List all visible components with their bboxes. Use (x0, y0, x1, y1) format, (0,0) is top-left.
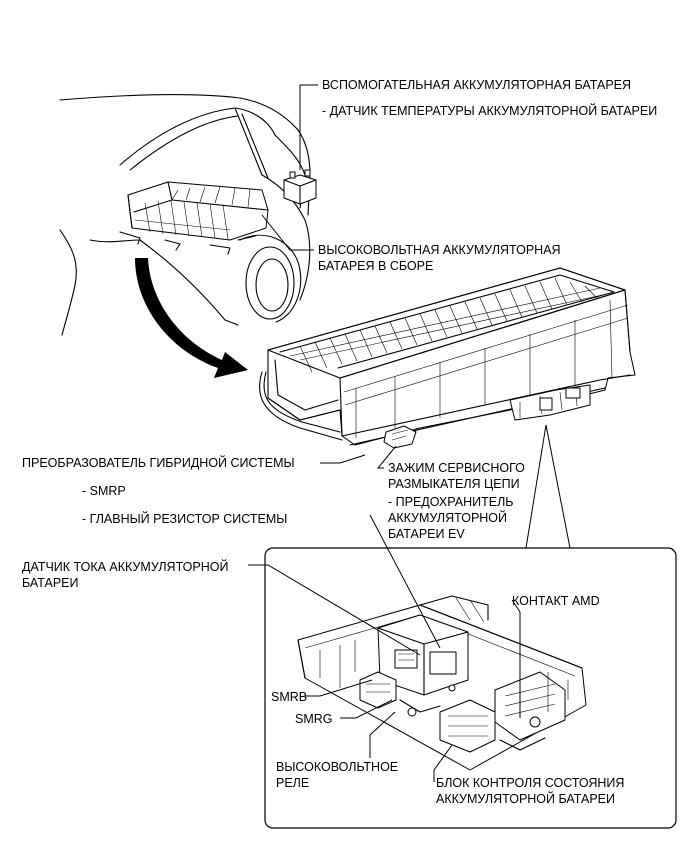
leader-current-sensor (248, 564, 421, 656)
label-fuse-line1: - ПРЕДОХРАНИТЕЛЬ (388, 495, 514, 509)
leader-hv-battery (261, 214, 314, 251)
inset-frame (264, 547, 677, 829)
leader-inverter (369, 514, 441, 649)
label-hv-battery-line2: БАТАРЕЯ В СБОРЕ (318, 259, 434, 273)
label-fuse-line2: АККУМУЛЯТОРНОЙ (388, 511, 508, 525)
curved-arrow (135, 258, 248, 378)
label-current-sensor-line1: ДАТЧИК ТОКА АККУМУЛЯТОРНОЙ (22, 560, 229, 574)
label-monitor-line1: БЛОК КОНТРОЛЯ СОСТОЯНИЯ (436, 776, 625, 790)
label-current-sensor-line2: БАТАРЕИ (22, 576, 79, 590)
label-hv-relay-line2: РЕЛЕ (276, 776, 310, 790)
label-aux-battery: ВСПОМОГАТЕЛЬНАЯ АККУМУЛЯТОРНАЯ БАТАРЕЯ (322, 78, 632, 92)
leader-monitor (433, 744, 453, 782)
hv-battery-large (259, 267, 636, 449)
label-fuse-line3: БАТАРЕИ EV (388, 527, 465, 541)
battery-in-car (119, 181, 269, 255)
leader-inverter-top (320, 454, 366, 464)
leader-amd (511, 599, 521, 718)
label-temp-sensor: - ДАТЧИК ТЕМПЕРАТУРЫ АККУМУЛЯТОРНОЙ БАТА… (322, 104, 658, 118)
callout-left (525, 424, 547, 549)
car-body-outline (59, 94, 311, 336)
label-inverter: ПРЕОБРАЗОВАТЕЛЬ ГИБРИДНОЙ СИСТЕМЫ (22, 456, 295, 470)
leader-smrb (305, 679, 373, 697)
label-smrg: SMRG (295, 712, 333, 726)
label-service-plug-line2: РАЗМЫКАТЕЛЯ ЦЕПИ (388, 477, 520, 491)
leader-hv-relay (369, 711, 396, 758)
junction-block-detail (297, 595, 587, 771)
label-service-plug-line1: ЗАЖИМ СЕРВИСНОГО (388, 461, 525, 475)
label-amd-contact: КОНТАКТ AMD (512, 594, 600, 608)
leader-smrg (340, 699, 393, 719)
leader-service-plug (376, 445, 397, 469)
label-hv-battery-line1: ВЫСОКОВОЛЬТНАЯ АККУМУЛЯТОРНАЯ (318, 243, 561, 257)
label-smrp: - SMRP (82, 484, 126, 498)
aux-battery (283, 84, 318, 205)
callout-right (545, 424, 571, 549)
label-smrb: SMRB (271, 690, 308, 704)
label-hv-relay-line1: ВЫСОКОВОЛЬТНОЕ (276, 760, 399, 774)
label-monitor-line2: АККУМУЛЯТОРНОЙ БАТАРЕИ (436, 792, 615, 806)
label-main-resistor: - ГЛАВНЫЙ РЕЗИСТОР СИСТЕМЫ (82, 512, 288, 526)
